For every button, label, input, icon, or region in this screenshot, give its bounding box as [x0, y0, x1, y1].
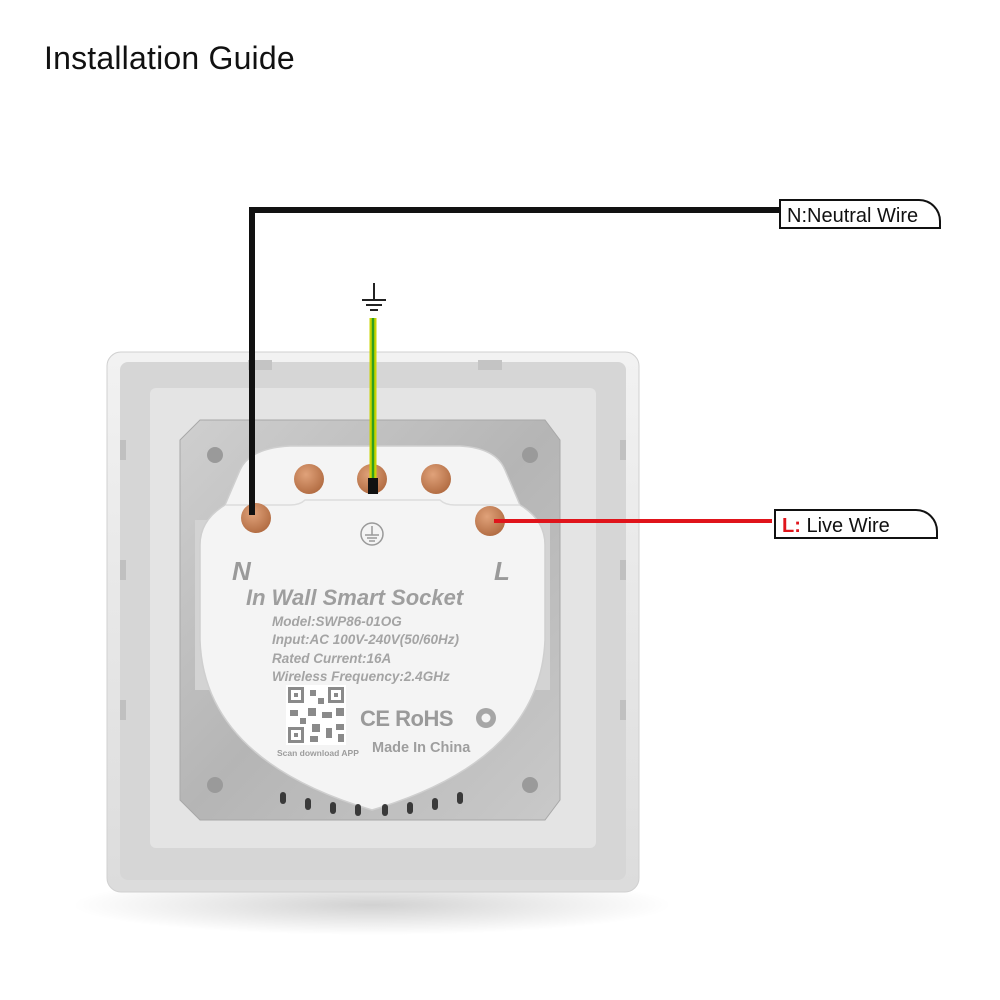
- terminal-n-label: N: [232, 556, 251, 586]
- neutral-wire-label-text: N:Neutral Wire: [787, 205, 919, 227]
- neutral-wire-label: N:Neutral Wire: [779, 199, 941, 229]
- terminal-top-1: [294, 464, 324, 494]
- made-in-text: Made In China: [372, 740, 471, 756]
- product-input: Input:AC 100V-240V(50/60Hz): [272, 632, 460, 647]
- terminal-l-label: L: [494, 556, 510, 586]
- neutral-wire: [249, 207, 780, 515]
- earth-wire: [368, 318, 378, 494]
- ground-symbol-icon: [362, 283, 386, 311]
- recycle-icon: [476, 708, 496, 728]
- product-wireless-frequency: Wireless Frequency:2.4GHz: [272, 669, 450, 684]
- product-rated-current: Rated Current:16A: [272, 651, 392, 666]
- page-title: Installation Guide: [44, 40, 295, 76]
- scan-download-text: Scan download APP: [277, 748, 359, 758]
- terminal-top-3: [421, 464, 451, 494]
- live-wire-label-prefix: L:: [782, 515, 801, 537]
- certification-marks: CE RoHS: [360, 706, 454, 731]
- live-wire-label: L: Live Wire: [774, 509, 938, 539]
- qr-code-icon: [286, 685, 346, 745]
- product-model: Model:SWP86-01OG: [272, 614, 402, 629]
- earth-circle-icon: [360, 522, 384, 546]
- terminal-l: [475, 506, 505, 536]
- live-wire-label-text: Live Wire: [806, 515, 890, 537]
- terminal-n: [241, 503, 271, 533]
- product-name: In Wall Smart Socket: [246, 585, 464, 610]
